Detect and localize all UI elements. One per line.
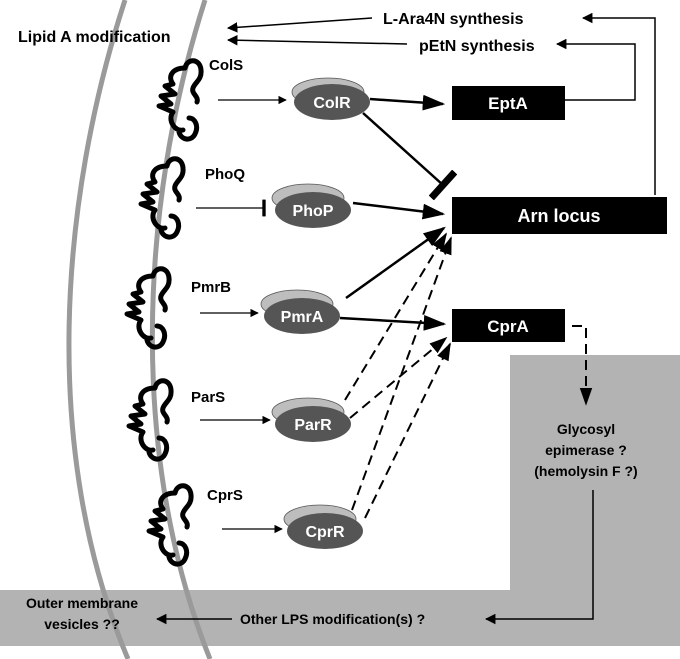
arn-to-ara4n-line [581, 12, 656, 195]
outer-membrane [66, 0, 131, 659]
sensor-label-cols: ColS [209, 57, 243, 74]
ara4n-label: L-Ara4N synthesis [383, 11, 524, 28]
sensor-pars [126, 378, 174, 462]
cprr-to-cpra-dashed [364, 342, 451, 519]
sensor-cprs [146, 483, 194, 567]
target-label-cpra: CprA [487, 317, 529, 336]
target-label-epta: EptA [488, 94, 528, 113]
target-cpra: CprA [452, 309, 565, 342]
other-lps-label: Other LPS modification(s) ? [240, 611, 425, 627]
pmra-to-arn-arrow [345, 226, 446, 300]
glycosyl-line3: (hemolysin F ?) [534, 463, 637, 479]
sensor-label-phoq: PhoQ [205, 166, 245, 183]
shaded-region [0, 355, 680, 646]
target-epta: EptA [452, 86, 565, 120]
colr-inhibits-arn [362, 112, 458, 201]
target-label-arn: Arn locus [517, 206, 600, 226]
sensor-cols [156, 58, 204, 142]
sensor-label-pmrb: PmrB [191, 279, 231, 296]
epta-to-petn-line [555, 38, 636, 101]
inner-membrane [149, 0, 213, 659]
regulator-label-parr: ParR [294, 417, 332, 434]
sensor-phoq [138, 156, 186, 240]
glycosyl-to-lps-line [484, 490, 594, 625]
pmra-to-cpra-arrow [339, 314, 447, 331]
petn-label: pEtN synthesis [419, 38, 535, 55]
regulator-cprr: CprR [283, 504, 363, 549]
regulator-label-colr: ColR [313, 95, 351, 112]
omv-line1: Outer membrane [26, 595, 138, 611]
regulator-label-pmra: PmrA [281, 309, 324, 326]
regulator-phop: PhoP [271, 183, 351, 228]
cpra-to-glycosyl-dashed [572, 325, 593, 406]
regulator-colr: ColR [291, 77, 370, 120]
phop-to-arn-arrow [352, 201, 446, 220]
sensor-pmrb [124, 266, 172, 350]
colr-to-epta-arrow [369, 94, 446, 111]
regulator-label-phop: PhoP [293, 203, 334, 220]
cprr-to-arn-dashed [351, 236, 452, 511]
parr-to-arn-dashed [344, 232, 447, 401]
regulator-parr: ParR [271, 397, 351, 442]
omv-line2: vesicles ?? [44, 616, 120, 632]
glycosyl-line1: Glycosyl [557, 421, 615, 437]
lipid-a-title: Lipid A modification [18, 29, 171, 46]
regulator-label-cprr: CprR [305, 524, 345, 541]
petn-to-lipid-arrow [226, 34, 408, 46]
target-arn: Arn locus [452, 197, 667, 234]
sensor-label-cprs: CprS [207, 487, 243, 504]
regulator-pmra: PmrA [260, 289, 340, 334]
parr-to-cpra-dashed [349, 336, 448, 419]
ara4n-to-lipid-arrow [226, 17, 373, 33]
sensor-label-pars: ParS [191, 389, 225, 406]
glycosyl-line2: epimerase ? [545, 442, 627, 458]
